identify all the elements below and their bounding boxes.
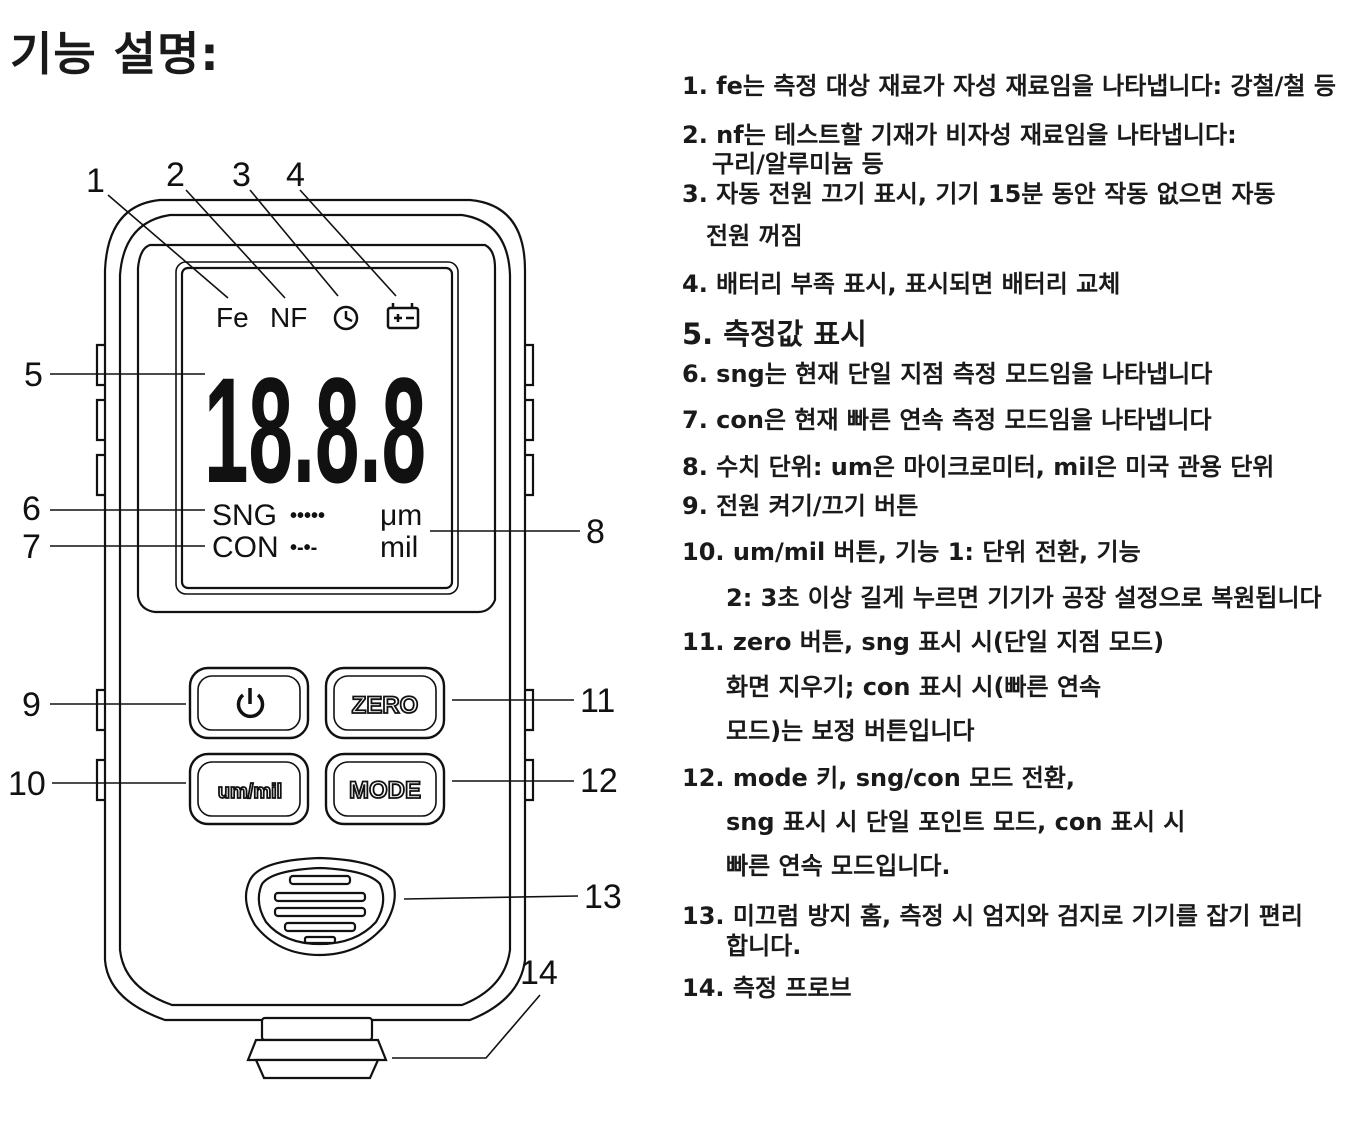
probe xyxy=(246,1016,388,1080)
battery-icon xyxy=(386,303,420,330)
callout-5: 5 xyxy=(24,356,43,394)
description-line: 12. mode 키, sng/con 모드 전환, xyxy=(682,764,1075,792)
um-indicator: μm xyxy=(380,499,422,532)
leader-lines xyxy=(50,189,580,1059)
nf-indicator: NF xyxy=(270,302,307,333)
callout-14: 14 xyxy=(520,954,558,992)
con-indicator: CON xyxy=(212,531,279,564)
description-line: 13. 미끄럼 방지 홈, 측정 시 엄지와 검지로 기기를 잡기 편리 xyxy=(682,902,1303,930)
sng-indicator: SNG xyxy=(212,499,277,532)
description-line: 4. 배터리 부족 표시, 표시되면 배터리 교체 xyxy=(682,270,1121,298)
mil-indicator: mil xyxy=(380,531,418,564)
power-button[interactable] xyxy=(188,666,310,740)
description-line: 2. nf는 테스트할 기재가 비자성 재료임을 나타냅니다: xyxy=(682,121,1237,149)
description-line: 5. 측정값 표시 xyxy=(682,317,867,351)
callout-11: 11 xyxy=(580,682,615,720)
callout-7: 7 xyxy=(22,528,41,566)
callout-2: 2 xyxy=(166,156,185,194)
callout-6: 6 xyxy=(22,490,41,528)
clock-icon xyxy=(333,305,359,331)
description-line: 2: 3초 이상 길게 누르면 기기가 공장 설정으로 복원됩니다 xyxy=(726,584,1322,612)
description-line: 14. 측정 프로브 xyxy=(682,974,852,1002)
description-line: 전원 꺼짐 xyxy=(706,222,803,250)
callout-3: 3 xyxy=(232,156,251,194)
callout-12: 12 xyxy=(580,762,618,800)
callout-13: 13 xyxy=(584,878,622,916)
callout-4: 4 xyxy=(286,156,305,194)
description-line: 3. 자동 전원 끄기 표시, 기기 15분 동안 작동 없으면 자동 xyxy=(682,180,1276,208)
callout-1: 1 xyxy=(86,162,105,200)
description-line: sng 표시 시 단일 포인트 모드, con 표시 시 xyxy=(726,808,1186,836)
description-line: 빠른 연속 모드입니다. xyxy=(726,852,951,880)
zero-button-label: ZERO xyxy=(352,692,419,719)
callout-9: 9 xyxy=(22,686,41,724)
description-line: 화면 지우기; con 표시 시(빠른 연속 xyxy=(726,673,1102,701)
callout-10: 10 xyxy=(8,765,46,803)
description-line: 9. 전원 켜기/끄기 버튼 xyxy=(682,492,919,520)
description-line: 7. con은 현재 빠른 연속 측정 모드임을 나타냅니다 xyxy=(682,406,1212,434)
con-dashes-icon: •-•- xyxy=(290,537,317,559)
description-line: 11. zero 버튼, sng 표시 시(단일 지점 모드) xyxy=(682,628,1165,656)
callout-8: 8 xyxy=(586,513,605,551)
grip-grooves xyxy=(244,856,396,957)
page-title: 기능 설명: xyxy=(10,27,220,81)
lcd-screen: Fe NF 18.8.8 SNG ••••• CON •-•- μm mil xyxy=(175,261,459,595)
device-diagram: Fe NF 18.8.8 SNG ••••• CON •-•- μm mil Z… xyxy=(8,156,622,1080)
callouts: 1 2 3 4 5 6 7 8 9 11 10 12 13 14 xyxy=(8,156,622,992)
power-icon xyxy=(236,688,265,719)
description-line: 6. sng는 현재 단일 지점 측정 모드임을 나타냅니다 xyxy=(682,360,1213,388)
description-line: 모드)는 보정 버튼입니다 xyxy=(726,717,975,745)
description-line: 8. 수치 단위: um은 마이크로미터, mil은 미국 관용 단위 xyxy=(682,453,1275,481)
fe-indicator: Fe xyxy=(216,302,249,333)
sng-dots-icon: ••••• xyxy=(290,505,325,527)
unit-button-label: um/mil xyxy=(218,781,282,803)
description-line: 1. fe는 측정 대상 재료가 자성 재료임을 나타냅니다: 강철/철 등 xyxy=(682,72,1336,100)
description-line: 구리/알루미늄 등 xyxy=(712,150,884,178)
mode-button[interactable]: MODE xyxy=(324,752,446,826)
unit-button[interactable]: um/mil xyxy=(188,752,310,826)
mode-button-label: MODE xyxy=(349,777,421,804)
measurement-digits: 18.8.8 xyxy=(204,346,426,514)
description-line: 10. um/mil 버튼, 기능 1: 단위 전환, 기능 xyxy=(682,538,1141,566)
device-body xyxy=(95,198,535,1022)
description-line: 합니다. xyxy=(726,932,802,960)
zero-button[interactable]: ZERO xyxy=(324,666,446,740)
